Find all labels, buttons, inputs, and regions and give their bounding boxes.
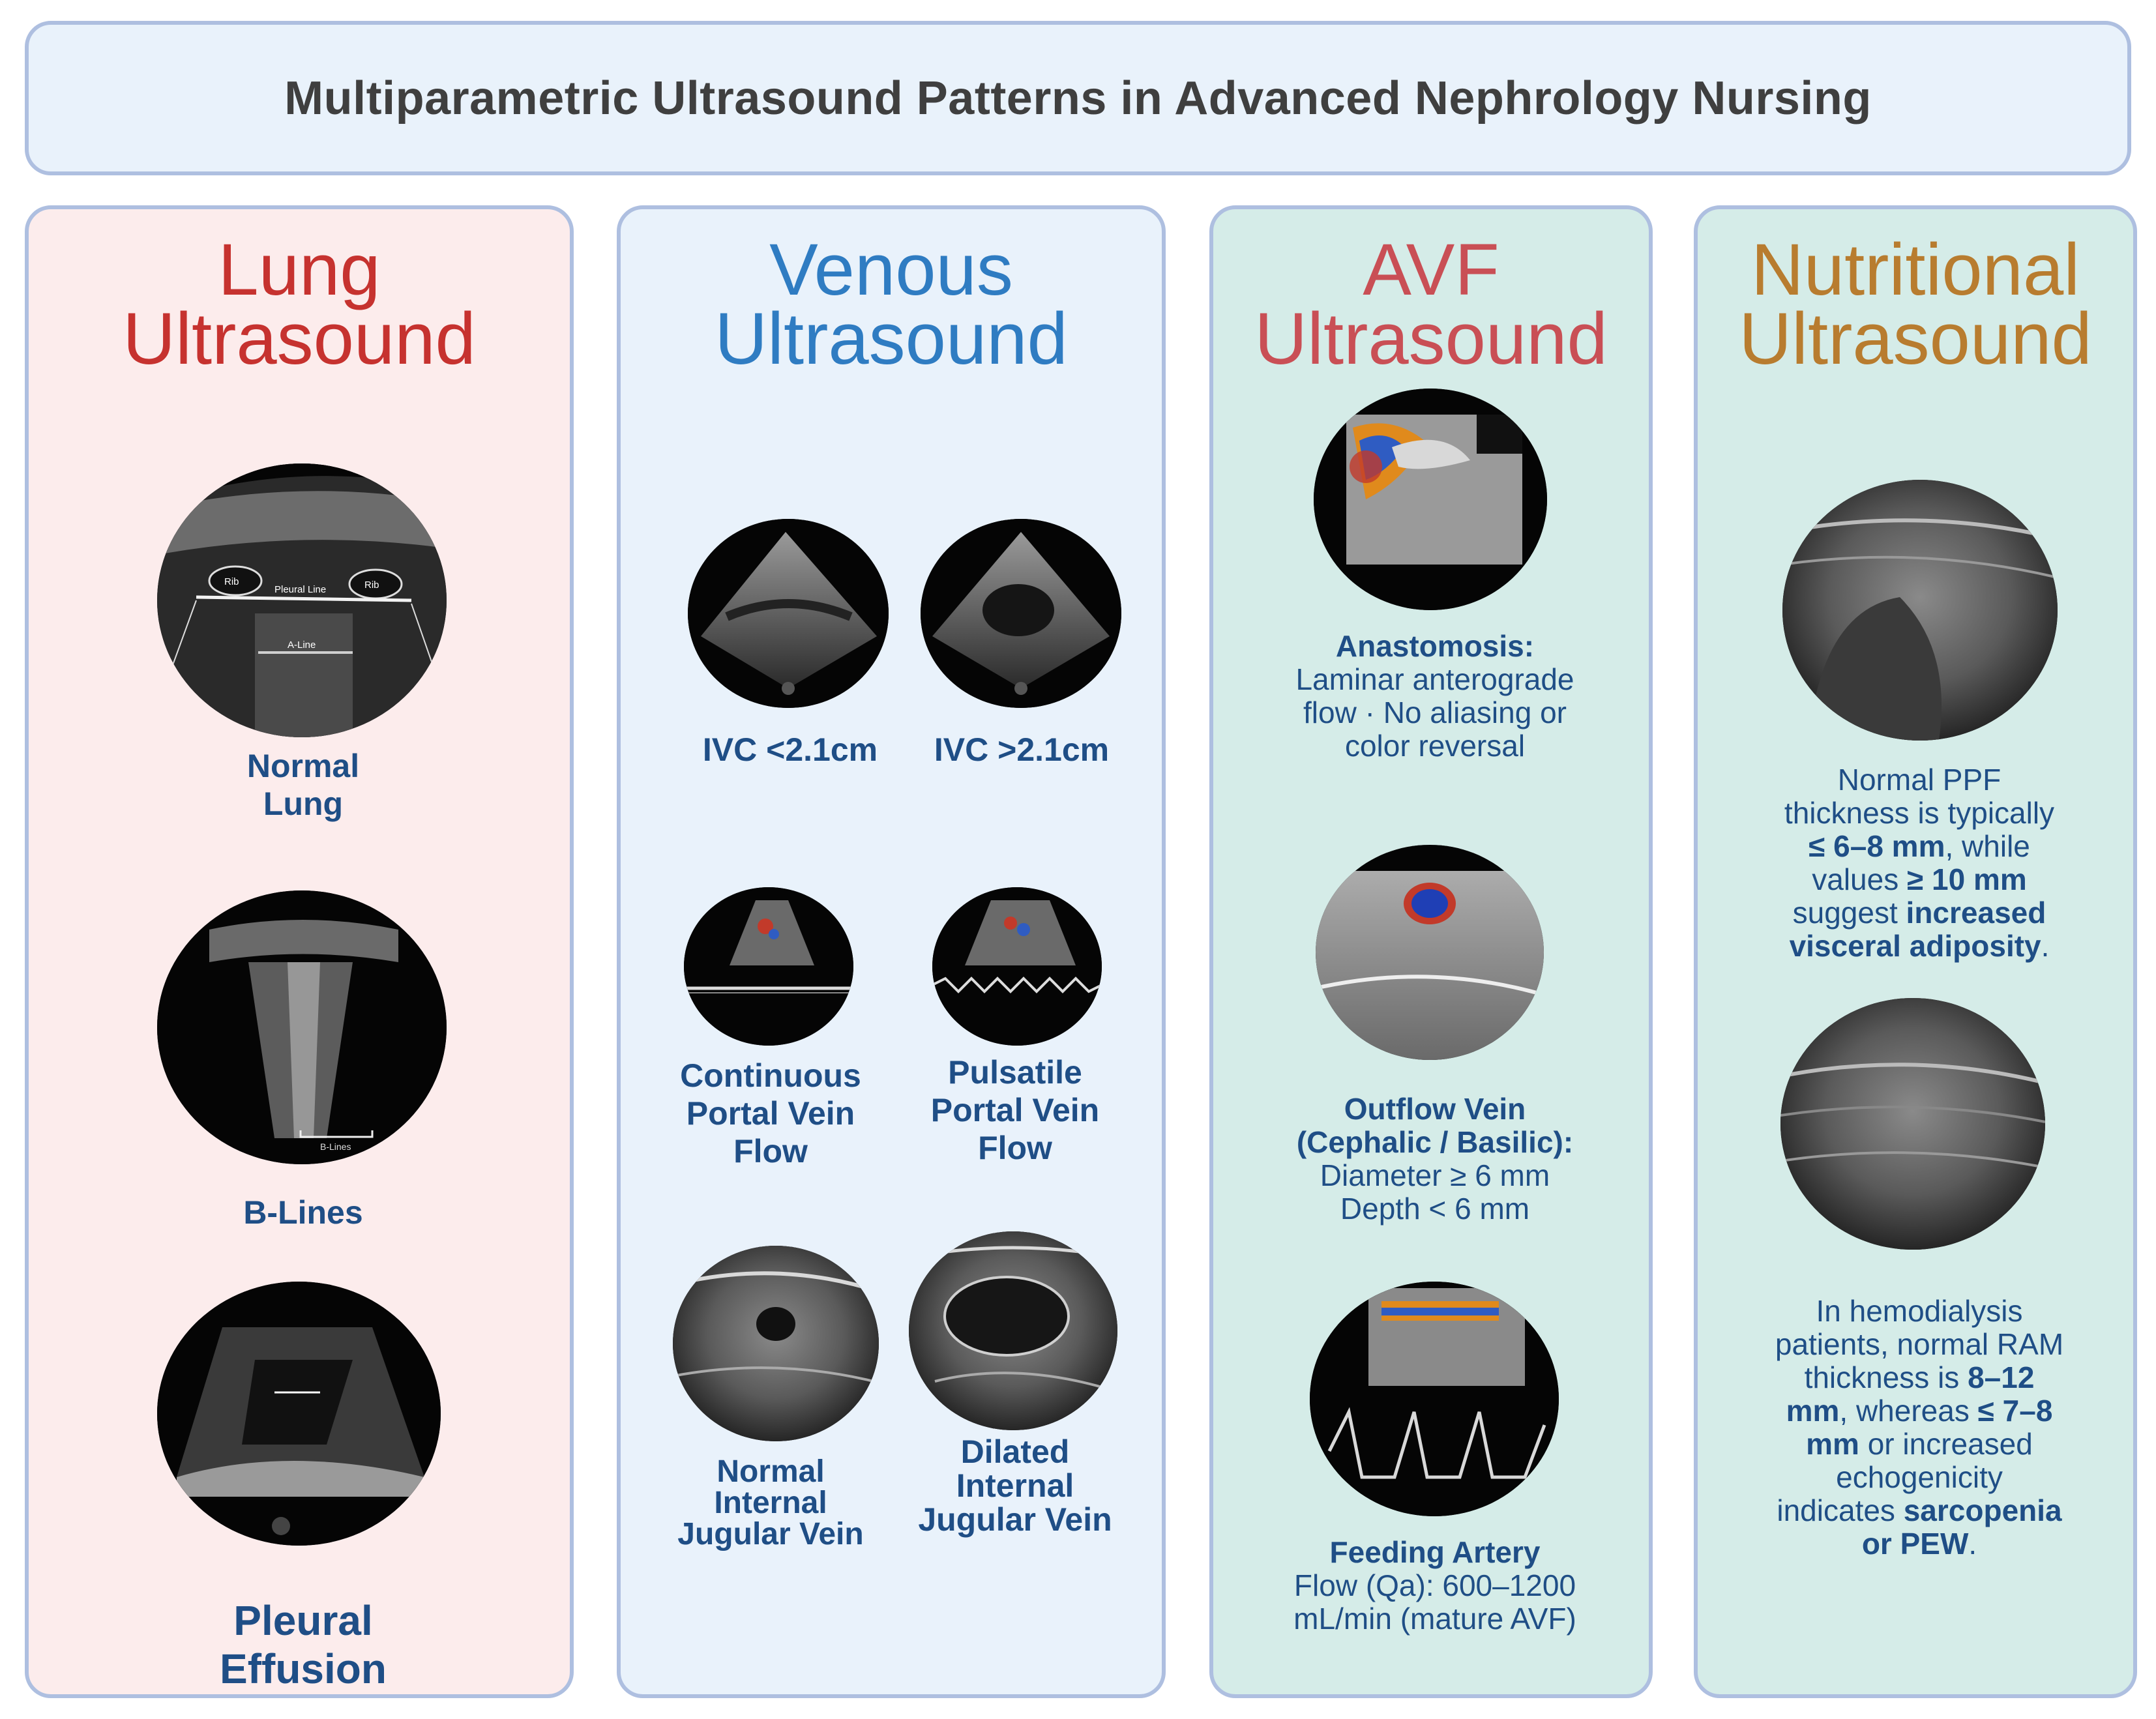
pulsatile-portal-vein-caption: Pulsatile Portal Vein Flow	[930, 1054, 1100, 1166]
normal-lung-image: Rib Rib Pleural Line A-Line	[157, 463, 447, 737]
ivc-small-image	[688, 519, 889, 708]
normal-jugular-vein-caption: Normal Internal Jugular Vein	[677, 1454, 864, 1551]
anastomosis-caption: Anastomosis: Laminar anterograde flow · …	[1295, 629, 1574, 763]
preperitoneal-fat-image	[1782, 480, 2058, 741]
pleural-effusion-image	[157, 1282, 441, 1546]
continuous-portal-vein-image	[684, 887, 853, 1046]
normal-jugular-vein-image	[673, 1246, 879, 1441]
normal-lung-caption: Normal Lung	[246, 748, 360, 822]
rib-right-label: Rib	[364, 580, 379, 591]
feeding-artery-image	[1310, 1282, 1559, 1516]
title-banner: Multiparametric Ultrasound Patterns in A…	[25, 21, 2131, 175]
b-lines-image: B-Lines	[157, 890, 447, 1164]
pulsatile-portal-vein-image	[932, 887, 1102, 1046]
ivc-large-caption: IVC >2.1cm	[934, 731, 1110, 768]
anastomosis-doppler-image	[1314, 389, 1547, 610]
b-lines-caption: B-Lines	[243, 1194, 363, 1231]
a-line-label: A-Line	[288, 639, 316, 651]
pleural-line-label: Pleural Line	[274, 584, 326, 595]
ivc-small-caption: IVC <2.1cm	[702, 731, 878, 768]
pleural-effusion-caption: Pleural Effusion	[220, 1597, 387, 1692]
ppf-thickness-text: Normal PPF thickness is typically ≤ 6–8 …	[1784, 763, 2055, 963]
outflow-vein-caption: Outflow Vein (Cephalic / Basilic): Diame…	[1296, 1092, 1574, 1226]
dilated-jugular-vein-image	[909, 1231, 1117, 1430]
outflow-vein-image	[1316, 845, 1544, 1060]
ram-thickness-text: In hemodialysis patients, normal RAM thi…	[1775, 1294, 2064, 1561]
rib-left-label: Rib	[224, 576, 239, 587]
feeding-artery-caption: Feeding Artery Flow (Qa): 600–1200 mL/mi…	[1293, 1535, 1576, 1636]
ivc-large-image	[921, 519, 1121, 708]
page-title: Multiparametric Ultrasound Patterns in A…	[284, 72, 1872, 125]
rectus-abdominis-image	[1780, 998, 2045, 1250]
b-lines-label: B-Lines	[320, 1141, 351, 1152]
dilated-jugular-vein-caption: Dilated Internal Jugular Vein	[918, 1433, 1112, 1538]
continuous-portal-vein-caption: Continuous Portal Vein Flow	[680, 1057, 861, 1169]
